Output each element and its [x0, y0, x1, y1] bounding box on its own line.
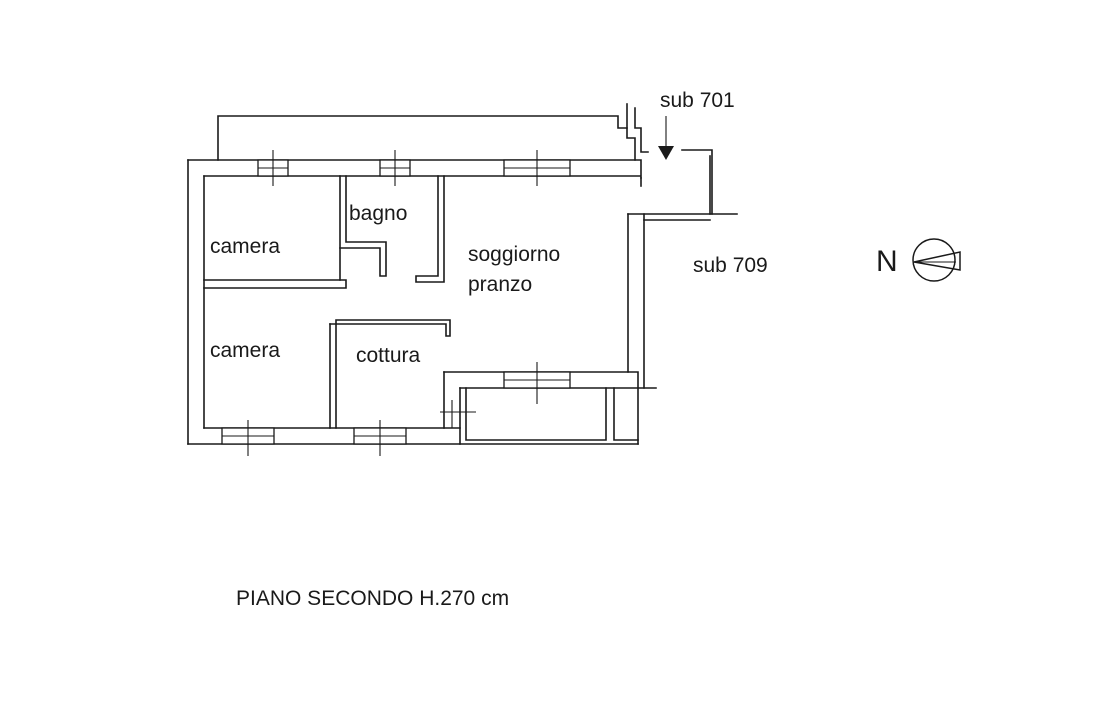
upper-balcony-walls: [217, 103, 649, 161]
north-compass-icon: [912, 238, 961, 282]
window-ticks: [222, 150, 570, 456]
neighbor-label-sub-701: sub 701: [660, 89, 735, 112]
neighbor-label-sub-709: sub 709: [693, 254, 768, 277]
room-label-camera-top: camera: [210, 235, 280, 258]
room-label-bagno: bagno: [349, 202, 407, 225]
room-label-soggiorno: soggiorno: [468, 243, 560, 266]
exterior-walls: [187, 149, 738, 445]
room-label-camera-bottom: camera: [210, 339, 280, 362]
compass-label: N: [876, 245, 898, 278]
floor-caption: PIANO SECONDO H.270 cm: [236, 587, 509, 610]
interior-walls: [203, 175, 451, 429]
room-label-pranzo: pranzo: [468, 273, 532, 296]
entry-arrow-icon: [658, 116, 674, 160]
room-label-cottura: cottura: [356, 344, 421, 367]
